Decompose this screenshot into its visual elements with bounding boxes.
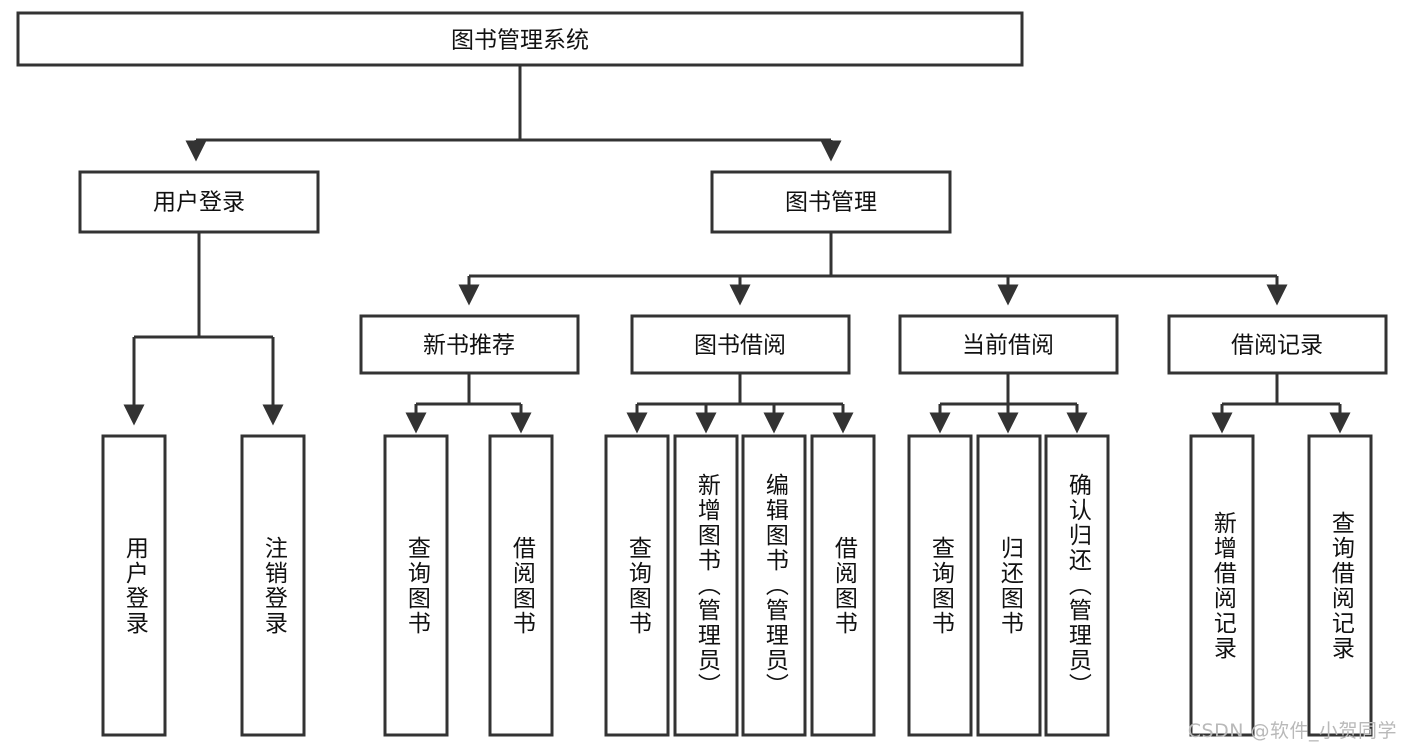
node-borrow-records[interactable]: 借阅记录: [1167, 314, 1388, 375]
leaf-box-borrow-records-2[interactable]: [1307, 434, 1373, 737]
leaf-box-current-borrow-2[interactable]: [976, 434, 1042, 737]
leaf-box-borrow-records-1[interactable]: [1189, 434, 1255, 737]
node-current-borrow[interactable]: 当前借阅: [898, 314, 1119, 375]
node-borrow-records-box[interactable]: [1167, 314, 1388, 375]
leaf-box-book-borrow-3[interactable]: [741, 434, 807, 737]
node-book-manage-box[interactable]: [710, 170, 952, 234]
node-borrow-records-label: 借阅记录: [1231, 333, 1323, 359]
node-book-manage-label: 图书管理: [785, 190, 877, 216]
node-current-borrow-label: 当前借阅: [962, 333, 1054, 359]
node-book-borrow-label: 图书借阅: [694, 333, 786, 359]
node-book-borrow[interactable]: 图书借阅: [630, 314, 851, 375]
leaf-box-book-borrow-1[interactable]: [604, 434, 670, 737]
node-new-book-recommend-box[interactable]: [359, 314, 580, 375]
node-new-book-recommend-label: 新书推荐: [423, 333, 515, 359]
node-root[interactable]: 图书管理系统: [16, 11, 1024, 67]
leaf-box-user-login-2[interactable]: [240, 434, 306, 737]
leaf-box-book-borrow-4[interactable]: [810, 434, 876, 737]
node-root-label: 图书管理系统: [451, 28, 589, 54]
leaf-box-current-borrow-3[interactable]: [1044, 434, 1110, 737]
node-current-borrow-box[interactable]: [898, 314, 1119, 375]
node-user-login-label: 用户登录: [153, 190, 245, 216]
leaf-box-new-book-1[interactable]: [383, 434, 449, 737]
csdn-watermark: CSDN @软件_小贺同学: [1187, 720, 1397, 742]
node-user-login[interactable]: 用户登录: [78, 170, 320, 234]
node-book-borrow-box[interactable]: [630, 314, 851, 375]
node-new-book-recommend[interactable]: 新书推荐: [359, 314, 580, 375]
leaf-box-new-book-2[interactable]: [488, 434, 554, 737]
leaf-box-book-borrow-2[interactable]: [673, 434, 739, 737]
node-root-box[interactable]: [16, 11, 1024, 67]
node-book-manage[interactable]: 图书管理: [710, 170, 952, 234]
leaf-box-current-borrow-1[interactable]: [907, 434, 973, 737]
leaf-box-user-login-1[interactable]: [101, 434, 167, 737]
